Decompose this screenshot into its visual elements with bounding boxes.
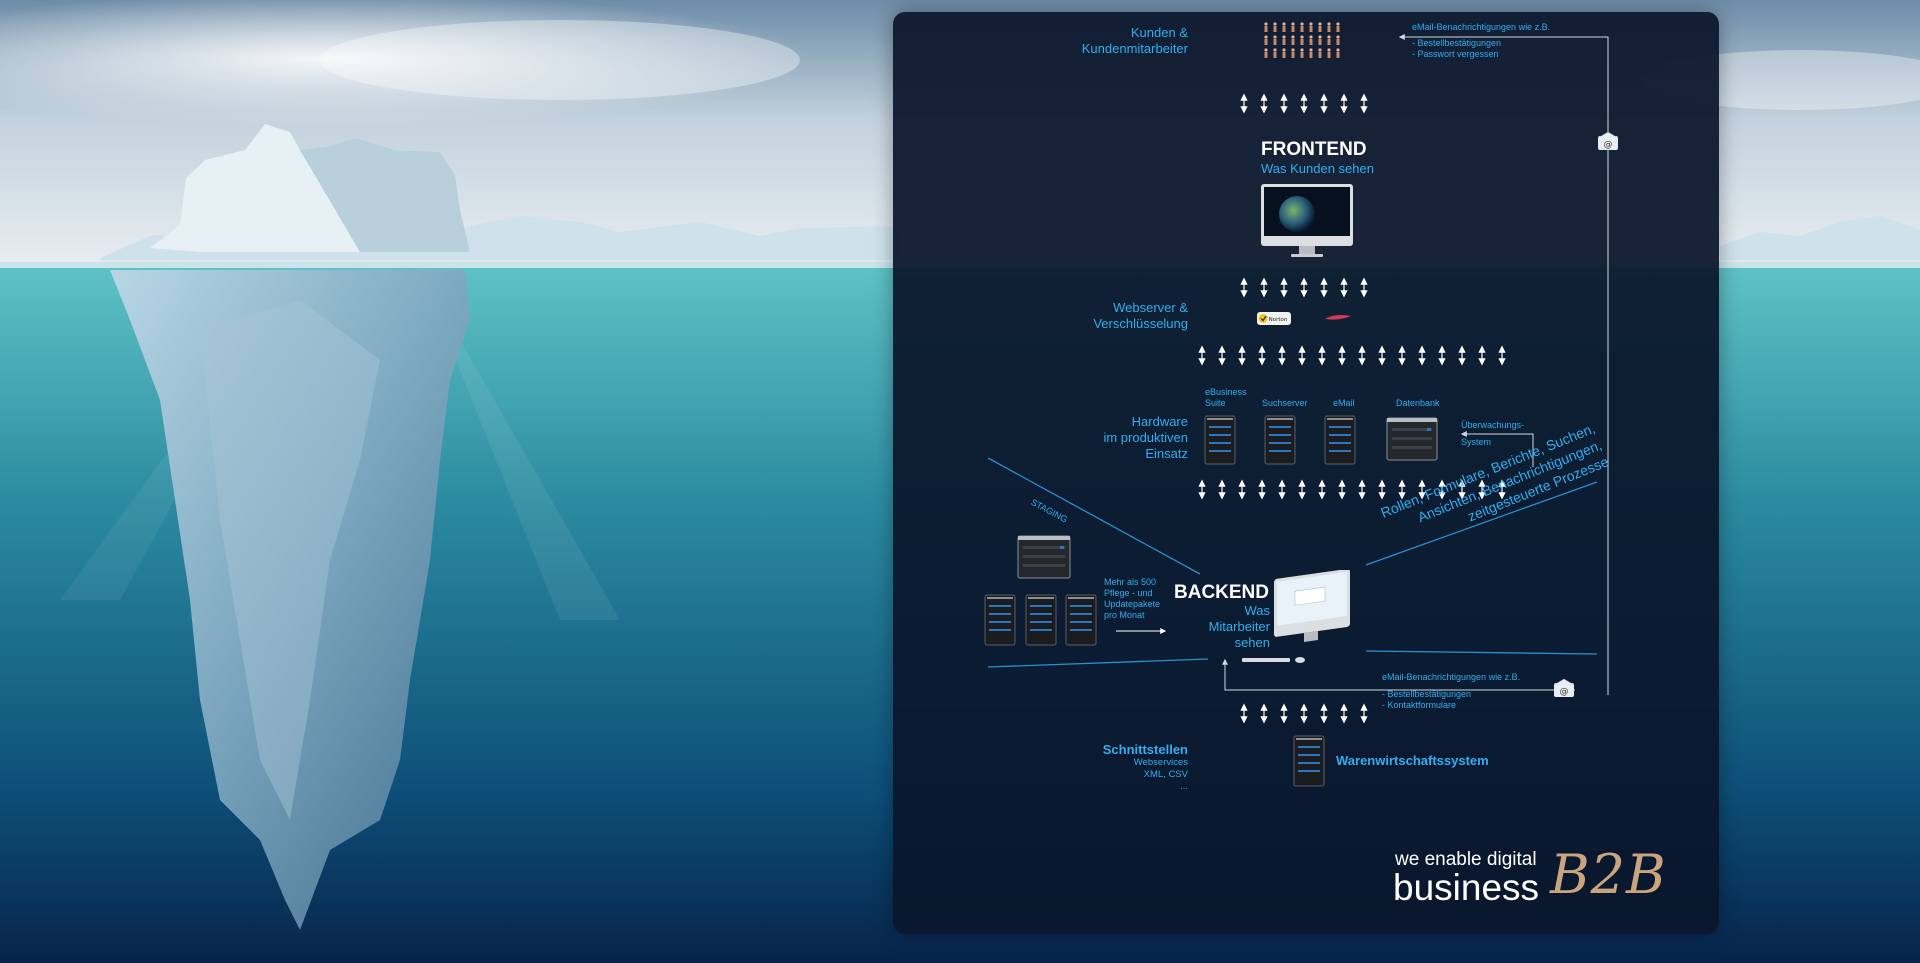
email-top-note: eMail-Benachrichtigungen wie z.B. - Best… — [1412, 22, 1551, 59]
staging-server-3-icon — [1065, 594, 1097, 646]
warenwirtschaft-label: Warenwirtschaftssystem — [1336, 753, 1489, 768]
person-icon — [1264, 35, 1268, 45]
svg-text:@: @ — [1560, 687, 1569, 697]
server-label-datenbank: Datenbank — [1396, 398, 1440, 408]
ssl-feather-icon — [1325, 315, 1351, 320]
person-icon — [1336, 48, 1340, 58]
person-icon — [1282, 48, 1286, 58]
backend-monitor-icon — [1242, 570, 1350, 663]
server-suchserver-icon — [1264, 415, 1296, 465]
schnittstellen-title: Schnittstellen — [1102, 742, 1188, 757]
person-icon — [1318, 35, 1322, 45]
brand-mark: B2B — [1550, 843, 1667, 906]
email-bottom-note: eMail-Benachrichtigungen wie z.B. - Best… — [1382, 672, 1521, 710]
person-icon — [1336, 35, 1340, 45]
monitoring-label: Überwachungs-System — [1461, 420, 1525, 447]
person-icon — [1291, 35, 1295, 45]
person-icon — [1273, 35, 1277, 45]
svg-text:@: @ — [1604, 140, 1613, 150]
kunden-label: Kunden &Kundenmitarbeiter — [1081, 25, 1188, 56]
person-icon — [1318, 48, 1322, 58]
person-icon — [1309, 22, 1313, 32]
server-datenbank-icon — [1386, 417, 1438, 461]
backend-title: BACKEND — [1174, 582, 1269, 603]
brand-line2: business — [1393, 867, 1540, 908]
webserver-label: Webserver &Verschlüsselung — [1093, 300, 1188, 331]
person-icon — [1282, 22, 1286, 32]
person-icon — [1273, 48, 1277, 58]
server-label-email: eMail — [1333, 398, 1355, 408]
email-envelope-icon-bottom: @ — [1553, 678, 1575, 697]
brand-line1: we enable digital — [1395, 849, 1537, 870]
brand-logo: we enable digital business B2B — [1393, 843, 1693, 909]
person-icon — [1264, 48, 1268, 58]
norton-badge-icon: Norton — [1257, 312, 1291, 325]
email-envelope-icon: @ — [1597, 131, 1619, 150]
server-ebusiness-icon — [1204, 415, 1236, 465]
staging-server-box-icon — [1017, 535, 1071, 579]
person-icon — [1264, 22, 1268, 32]
person-icon — [1318, 22, 1322, 32]
person-icon — [1309, 35, 1313, 45]
person-icon — [1291, 48, 1295, 58]
person-icon — [1327, 48, 1331, 58]
svg-text:Norton: Norton — [1269, 317, 1288, 323]
person-icon — [1291, 22, 1295, 32]
server-email-icon — [1324, 415, 1356, 465]
person-icon — [1327, 35, 1331, 45]
person-icon — [1300, 35, 1304, 45]
server-label-suchserver: Suchserver — [1262, 398, 1308, 408]
person-icon — [1336, 22, 1340, 32]
person-icon — [1273, 22, 1277, 32]
frontend-subtitle: Was Kunden sehen — [1261, 161, 1374, 176]
person-icon — [1300, 48, 1304, 58]
person-icon — [1300, 22, 1304, 32]
staging-server-2-icon — [1025, 594, 1057, 646]
frontend-title: FRONTEND — [1261, 139, 1367, 160]
person-icon — [1309, 48, 1313, 58]
person-icon — [1327, 22, 1331, 32]
frontend-monitor-icon — [1261, 184, 1353, 257]
staging-server-1-icon — [984, 594, 1016, 646]
warenwirtschaft-server-icon — [1293, 735, 1325, 787]
person-icon — [1282, 35, 1286, 45]
